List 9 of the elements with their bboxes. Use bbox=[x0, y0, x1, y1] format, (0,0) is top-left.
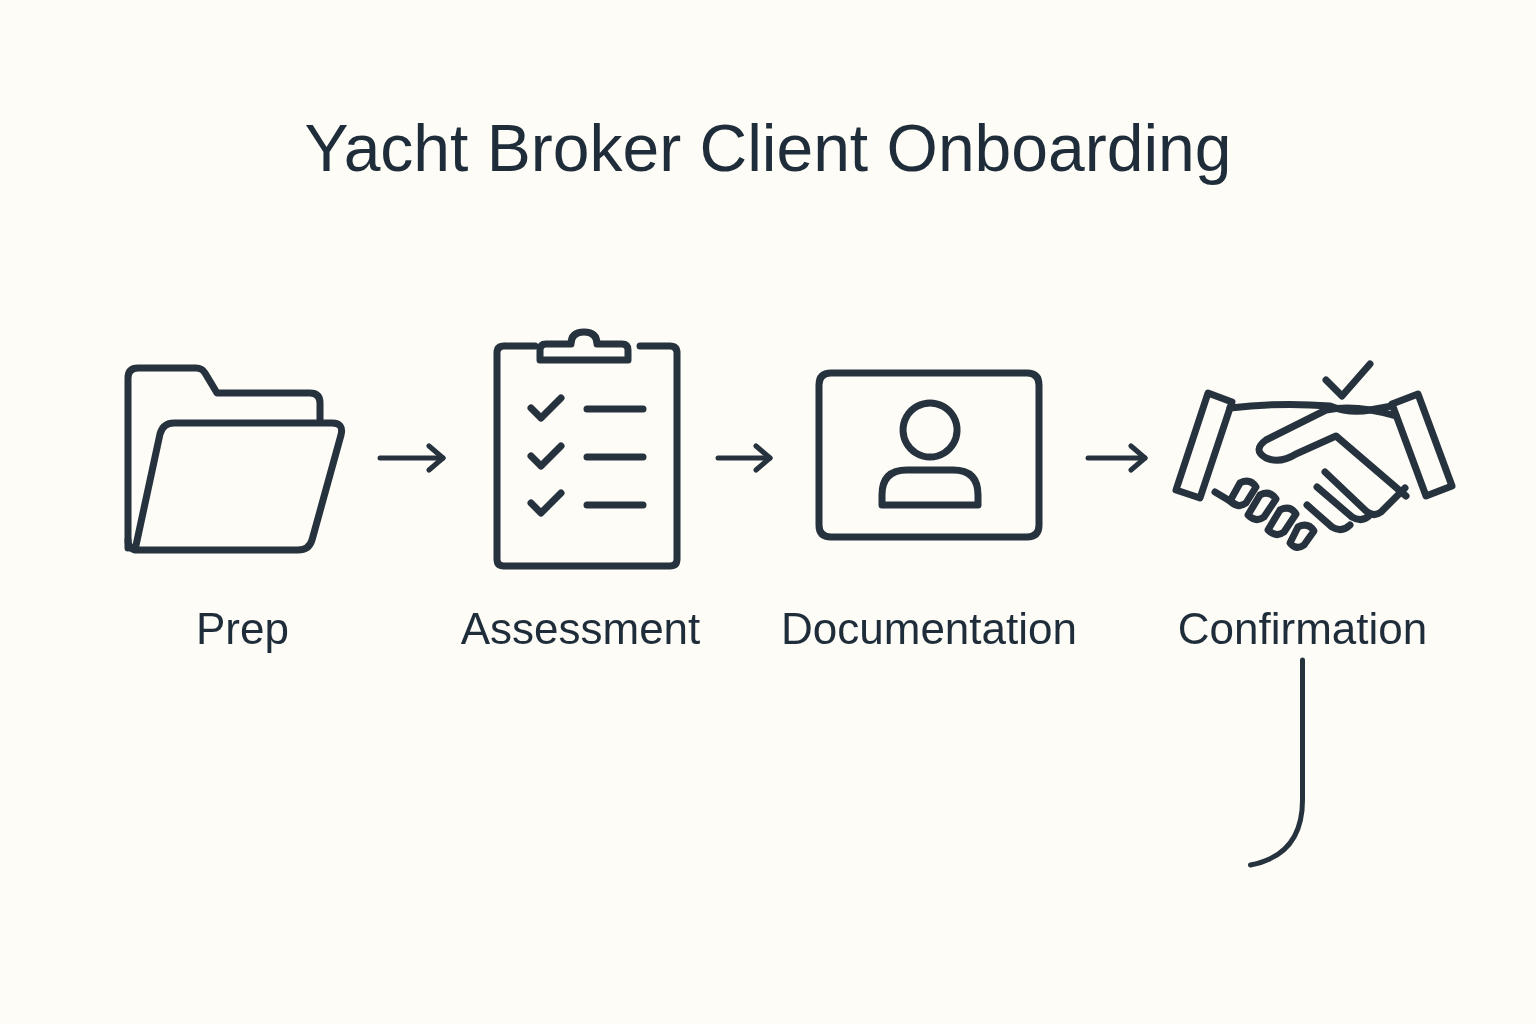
step-label: Assessment bbox=[459, 603, 702, 655]
title: Yacht Broker Client Onboarding bbox=[303, 110, 1233, 187]
arrow bbox=[1085, 443, 1148, 473]
step-label: Prep bbox=[195, 603, 290, 655]
arrow bbox=[377, 443, 446, 473]
step-label: Confirmation bbox=[1176, 603, 1429, 655]
arrow bbox=[715, 443, 773, 473]
step-label: Documentation bbox=[780, 603, 1078, 655]
curved-line bbox=[1248, 657, 1305, 868]
